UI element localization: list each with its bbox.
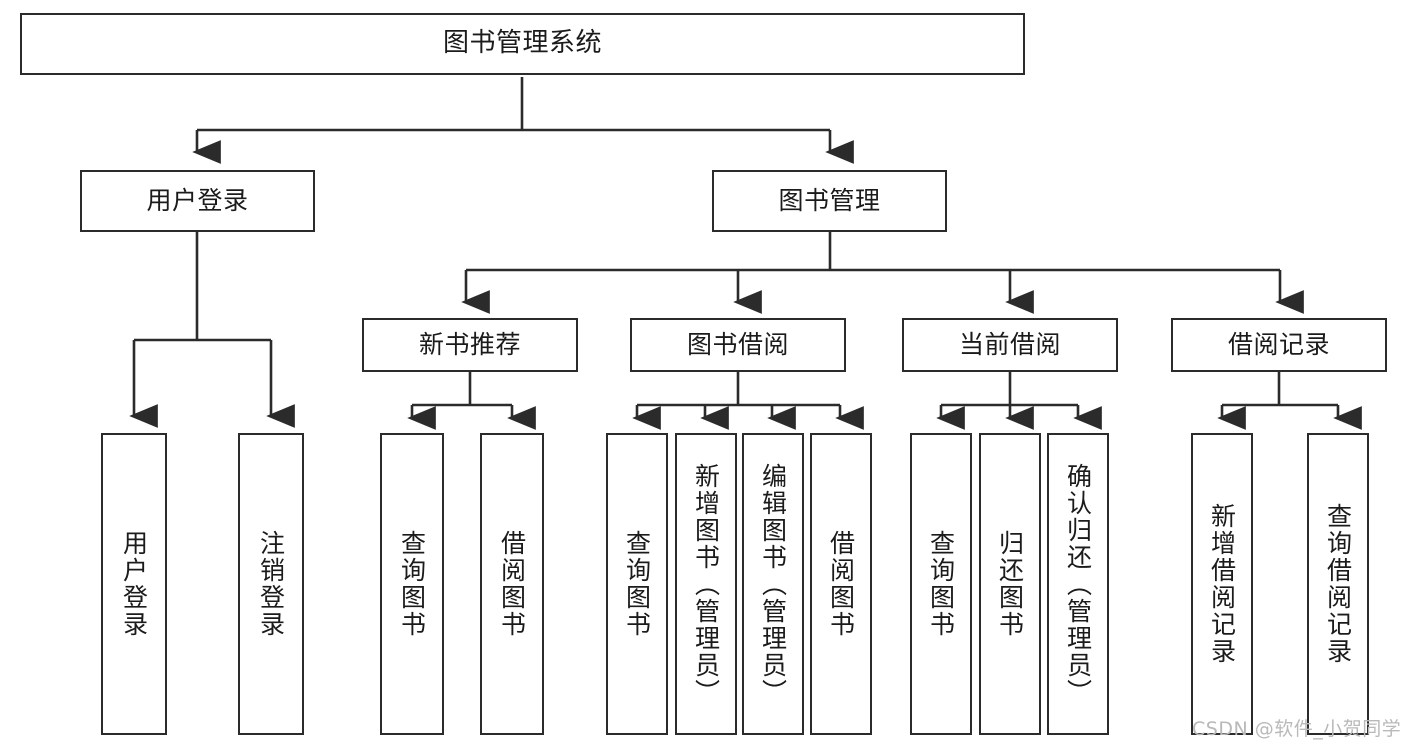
node-leaf-query-book-3-label: 查询图书 xyxy=(926,530,956,638)
node-leaf-query-book-1[interactable]: 查询图书 xyxy=(380,433,444,735)
node-root[interactable]: 图书管理系统 xyxy=(20,13,1025,75)
node-leaf-query-book-2-label: 查询图书 xyxy=(622,530,652,638)
node-user-login-label: 用户登录 xyxy=(146,185,249,215)
node-book-manage[interactable]: 图书管理 xyxy=(712,170,947,232)
node-leaf-query-record-label: 查询借阅记录 xyxy=(1323,503,1353,665)
node-book-manage-label: 图书管理 xyxy=(778,185,881,215)
node-leaf-return-book[interactable]: 归还图书 xyxy=(979,433,1041,735)
node-leaf-query-book-2[interactable]: 查询图书 xyxy=(606,433,668,735)
node-leaf-edit-book[interactable]: 编辑图书（管理员） xyxy=(742,433,804,735)
csdn-watermark: CSDN @软件_小贺同学 xyxy=(1192,718,1402,740)
node-leaf-logout[interactable]: 注销登录 xyxy=(238,433,304,735)
node-leaf-borrow-book-1[interactable]: 借阅图书 xyxy=(480,433,544,735)
node-leaf-add-book-label: 新增图书（管理员） xyxy=(691,462,721,706)
node-borrow-record-label: 借阅记录 xyxy=(1227,329,1330,359)
node-leaf-edit-book-label: 编辑图书（管理员） xyxy=(758,462,788,706)
node-leaf-add-record-label: 新增借阅记录 xyxy=(1207,503,1237,665)
node-leaf-borrow-book-2[interactable]: 借阅图书 xyxy=(810,433,872,735)
node-leaf-query-book-1-label: 查询图书 xyxy=(397,530,427,638)
node-leaf-borrow-book-2-label: 借阅图书 xyxy=(826,530,856,638)
node-leaf-add-book[interactable]: 新增图书（管理员） xyxy=(675,433,737,735)
node-leaf-confirm-return-label: 确认归还（管理员） xyxy=(1063,462,1093,706)
node-current-borrow[interactable]: 当前借阅 xyxy=(902,318,1118,372)
node-new-book-recommend-label: 新书推荐 xyxy=(418,329,521,359)
node-leaf-add-record[interactable]: 新增借阅记录 xyxy=(1191,433,1253,735)
node-book-borrow-label: 图书借阅 xyxy=(686,329,789,359)
node-leaf-query-record[interactable]: 查询借阅记录 xyxy=(1307,433,1369,735)
node-leaf-borrow-book-1-label: 借阅图书 xyxy=(497,530,527,638)
node-root-label: 图书管理系统 xyxy=(442,28,602,59)
node-leaf-user-login-label: 用户登录 xyxy=(119,530,149,638)
node-current-borrow-label: 当前借阅 xyxy=(958,329,1061,359)
node-new-book-recommend[interactable]: 新书推荐 xyxy=(362,318,578,372)
node-leaf-user-login[interactable]: 用户登录 xyxy=(101,433,167,735)
node-leaf-confirm-return[interactable]: 确认归还（管理员） xyxy=(1047,433,1109,735)
node-user-login[interactable]: 用户登录 xyxy=(80,170,315,232)
node-leaf-return-book-label: 归还图书 xyxy=(995,530,1025,638)
node-book-borrow[interactable]: 图书借阅 xyxy=(630,318,846,372)
node-borrow-record[interactable]: 借阅记录 xyxy=(1171,318,1387,372)
node-leaf-logout-label: 注销登录 xyxy=(256,530,286,638)
node-leaf-query-book-3[interactable]: 查询图书 xyxy=(910,433,972,735)
